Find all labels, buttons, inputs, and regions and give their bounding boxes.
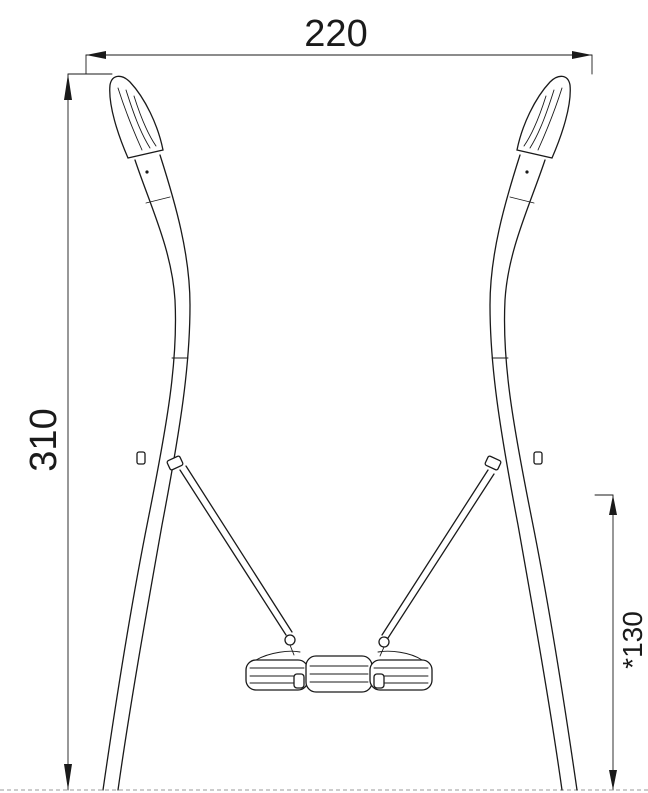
left-rope-edge-2 <box>185 465 293 633</box>
seat-height-arrow-bottom <box>609 770 617 790</box>
left-rope <box>166 455 296 656</box>
left-lower-shackle <box>284 634 296 646</box>
left-cap-rib-3 <box>133 95 157 147</box>
right-post-bolt <box>525 170 529 174</box>
left-post-inner-edge <box>117 154 191 791</box>
seat-left-top-curve <box>255 650 301 661</box>
seat-right-clamp <box>373 673 385 689</box>
height-arrow-bottom <box>64 764 72 790</box>
right-bracket <box>533 451 543 465</box>
height-label: 310 <box>23 408 65 471</box>
right-upper-shackle <box>484 455 502 471</box>
right-rope-edge-2 <box>387 473 495 639</box>
width-dimension: 220 <box>85 13 593 75</box>
left-post <box>102 75 191 791</box>
seat-height-label: *130 <box>617 611 648 669</box>
width-label: 220 <box>304 13 367 55</box>
right-post-inner-edge <box>489 154 563 791</box>
left-shackle-link <box>289 644 295 656</box>
right-post-cap <box>516 75 571 159</box>
width-arrow-left <box>86 51 106 59</box>
seat-height-dimension: *130 <box>594 494 648 791</box>
seat-height-arrow-top <box>609 495 617 515</box>
left-rope-edge-1 <box>179 469 287 636</box>
height-dimension: 310 <box>23 73 113 791</box>
seat-right-top-curve <box>377 650 423 661</box>
swing-seat <box>245 650 433 693</box>
left-cap-rib-1 <box>117 87 143 151</box>
right-rope-edge-1 <box>381 469 489 636</box>
right-cap-rib-2 <box>529 89 555 149</box>
right-post <box>489 75 578 791</box>
right-cap-rib-1 <box>537 87 563 151</box>
right-post-joint-upper <box>509 196 535 204</box>
seat-left-clamp <box>293 673 305 689</box>
width-arrow-right <box>572 51 592 59</box>
right-post-outer-edge <box>503 159 578 791</box>
right-rope <box>378 455 502 657</box>
left-post-bolt <box>145 170 149 174</box>
right-lower-shackle <box>378 636 390 648</box>
left-bracket <box>136 451 146 465</box>
left-post-outer-edge <box>102 159 177 791</box>
seat-right-block <box>369 659 433 691</box>
left-post-cap <box>109 75 164 159</box>
left-upper-shackle <box>166 455 184 471</box>
left-post-joint-upper <box>145 196 171 204</box>
left-cap-rib-2 <box>125 89 151 149</box>
right-cap-rib-3 <box>523 95 547 147</box>
height-arrow-top <box>64 74 72 100</box>
